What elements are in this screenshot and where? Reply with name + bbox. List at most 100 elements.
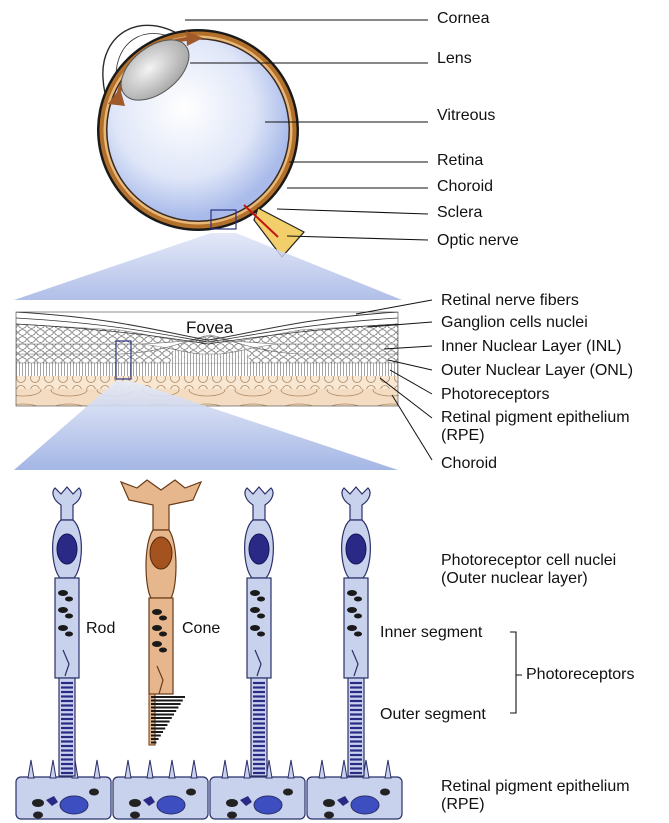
mitochondrion	[354, 614, 362, 619]
rpe-microvillus	[50, 760, 56, 778]
label-sclera: Sclera	[437, 204, 482, 222]
photoreceptor-layer	[16, 363, 398, 376]
pigment-granule	[283, 789, 293, 796]
rpe-microvillus	[169, 760, 175, 778]
rpe-microvillus	[385, 760, 391, 778]
mitochondrion	[58, 625, 68, 631]
mitochondrion	[250, 590, 260, 596]
label-vitreous: Vitreous	[437, 107, 495, 125]
mitochondrion	[152, 641, 162, 647]
rod-cell	[342, 487, 371, 776]
mitochondrion	[347, 625, 357, 631]
rpe-nucleus	[254, 796, 282, 814]
pigment-granule	[226, 799, 238, 807]
mitochondrion	[347, 590, 357, 596]
rpe-microvillus	[28, 760, 34, 778]
pigment-granule	[32, 799, 44, 807]
label-choroid: Choroid	[437, 178, 493, 196]
pigment-granule	[380, 789, 390, 796]
cone-nucleus	[150, 537, 172, 569]
rod-synaptic-terminal	[245, 487, 273, 520]
pigment-granule	[130, 812, 140, 819]
pigment-granule	[33, 812, 43, 819]
label-inl: Inner Nuclear Layer (INL)	[441, 338, 622, 356]
label-cornea: Cornea	[437, 10, 489, 28]
eye-cross-section	[97, 25, 304, 257]
zoom-funnel-eye	[14, 233, 402, 300]
label-nuclei-line1: Photoreceptor cell nuclei	[441, 552, 616, 570]
label-lens: Lens	[437, 50, 472, 68]
mitochondrion	[257, 614, 265, 619]
label-photoreceptors-bracket: Photoreceptors	[526, 666, 635, 684]
mitochondrion	[58, 607, 68, 613]
rod-cell	[53, 487, 82, 776]
label-outer-segment: Outer segment	[380, 706, 486, 724]
mitochondrion	[152, 625, 162, 631]
mitochondrion	[65, 614, 73, 619]
rpe-microvillus	[191, 760, 197, 778]
rpe-microvillus	[319, 760, 325, 778]
rpe-microvillus	[288, 760, 294, 778]
rpe-microvillus	[94, 760, 100, 778]
label-nerve-fibers: Retinal nerve fibers	[441, 292, 579, 310]
pigment-granule	[129, 799, 141, 807]
photoreceptor-bracket	[510, 632, 522, 713]
cone-cell	[121, 480, 201, 745]
label-optic-nerve: Optic nerve	[437, 232, 519, 250]
rpe-cell-body	[210, 777, 305, 819]
mitochondrion	[250, 607, 260, 613]
pigment-granule	[227, 812, 237, 819]
rpe-microvillus	[125, 760, 131, 778]
label-rpe-layer: Retinal pigment epithelium (RPE)	[441, 409, 630, 446]
rpe-cell	[113, 760, 208, 819]
label-photoreceptors-layer: Photoreceptors	[441, 386, 550, 404]
label-nuclei: Photoreceptor cell nuclei (Outer nuclear…	[441, 552, 616, 589]
label-rpe-layer-line1: Retinal pigment epithelium	[441, 409, 630, 427]
rpe-nucleus	[351, 796, 379, 814]
rod-cell	[245, 487, 274, 776]
mitochondrion	[257, 597, 265, 602]
label-fovea: Fovea	[186, 318, 233, 338]
rpe-nucleus	[157, 796, 185, 814]
rod-nucleus	[346, 534, 366, 564]
rod-nucleus	[57, 534, 77, 564]
mitochondrion	[65, 632, 73, 637]
mitochondrion	[58, 590, 68, 596]
rpe-microvillus	[147, 760, 153, 778]
pigment-granule	[186, 789, 196, 796]
label-rpe-cells-line2: (RPE)	[441, 796, 630, 814]
mitochondrion	[347, 607, 357, 613]
mitochondrion	[65, 597, 73, 602]
label-ganglion: Ganglion cells nuclei	[441, 314, 588, 332]
label-rpe-cells-line1: Retinal pigment epithelium	[441, 778, 630, 796]
choroid-layer	[16, 388, 398, 408]
rpe-cell-body	[307, 777, 402, 819]
label-rpe-layer-line2: (RPE)	[441, 427, 630, 445]
mitochondrion	[159, 648, 167, 653]
pigment-granule	[324, 812, 334, 819]
mitochondrion	[159, 632, 167, 637]
mitochondrion	[354, 632, 362, 637]
rod-synaptic-terminal	[342, 487, 370, 520]
mitochondrion	[159, 616, 167, 621]
label-retina: Retina	[437, 152, 483, 170]
pigment-granule	[323, 799, 335, 807]
rpe-nucleus	[60, 796, 88, 814]
label-onl: Outer Nuclear Layer (ONL)	[441, 362, 633, 380]
label-nuclei-line2: (Outer nuclear layer)	[441, 570, 616, 588]
mitochondrion	[354, 597, 362, 602]
rpe-layer	[16, 376, 398, 389]
rpe-microvillus	[341, 760, 347, 778]
cone-outer-segment	[149, 694, 155, 745]
rod-synaptic-terminal	[53, 487, 81, 520]
mitochondrion	[152, 609, 162, 615]
mitochondrion	[250, 625, 260, 631]
cone-synaptic-terminal	[121, 480, 201, 530]
rpe-microvillus	[222, 760, 228, 778]
label-choroid-layer: Choroid	[441, 455, 497, 473]
label-cone: Cone	[182, 620, 220, 638]
rpe-cell-body	[16, 777, 111, 819]
rpe-microvillus	[244, 760, 250, 778]
label-rod: Rod	[86, 620, 115, 638]
label-rpe-cells: Retinal pigment epithelium (RPE)	[441, 778, 630, 815]
